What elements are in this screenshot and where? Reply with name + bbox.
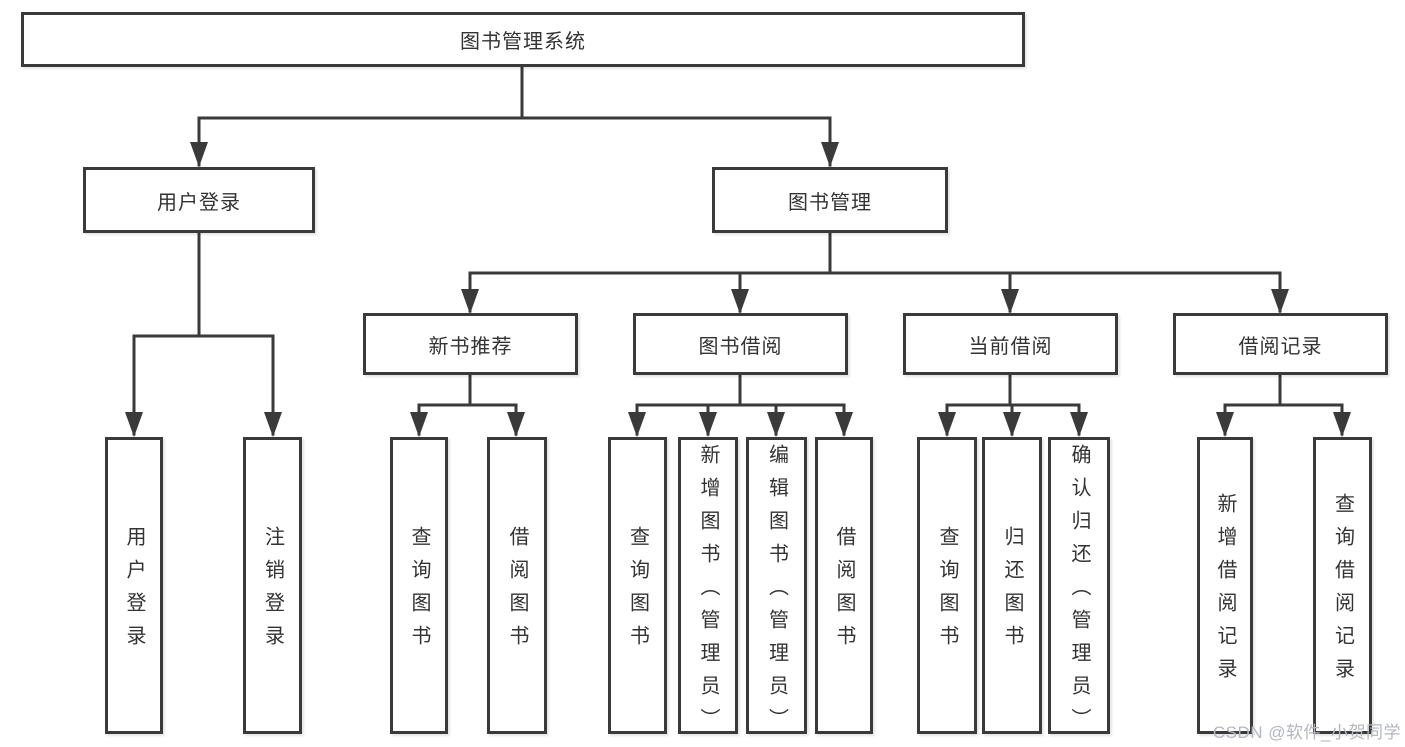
node-label: 归还图书 bbox=[1001, 526, 1023, 658]
node-label: 图书管理系统 bbox=[460, 31, 586, 53]
node-new-book-recommend: 新书推荐 bbox=[363, 313, 578, 375]
watermark: CSDN @软件_小贺同学 bbox=[1212, 723, 1401, 742]
leaf-confirm-return-admin: 确认归还（管理员） bbox=[1048, 437, 1110, 741]
leaf-edit-book-admin: 编辑图书（管理员） bbox=[746, 437, 807, 741]
leaf-query-books-3: 查询图书 bbox=[917, 437, 977, 734]
node-label: 借阅记录 bbox=[1238, 335, 1323, 358]
leaf-user-login: 用户登录 bbox=[105, 437, 163, 734]
node-label: 用户登录 bbox=[123, 526, 145, 658]
node-book-management: 图书管理 bbox=[712, 167, 948, 233]
leaf-query-books-2: 查询图书 bbox=[608, 437, 667, 734]
node-library-management-system: 图书管理系统 bbox=[21, 12, 1025, 67]
node-label: 查询图书 bbox=[408, 526, 430, 658]
leaf-return-books: 归还图书 bbox=[982, 437, 1042, 734]
node-label: 图书借阅 bbox=[698, 335, 783, 358]
node-label: 查询图书 bbox=[626, 526, 649, 658]
node-label: 注销登录 bbox=[261, 526, 284, 658]
node-label: 借阅图书 bbox=[833, 526, 855, 658]
node-current-borrowing: 当前借阅 bbox=[903, 313, 1118, 375]
node-label: 新增借阅记录 bbox=[1214, 493, 1236, 691]
node-label: 查询图书 bbox=[936, 526, 958, 658]
leaf-add-book-admin: 新增图书（管理员） bbox=[678, 437, 738, 741]
node-label: 编辑图书（管理员） bbox=[765, 443, 788, 741]
node-label: 确认归还（管理员） bbox=[1068, 443, 1090, 741]
node-label: 查询借阅记录 bbox=[1331, 493, 1354, 691]
node-label: 用户登录 bbox=[157, 191, 241, 214]
leaf-borrow-books-1: 借阅图书 bbox=[487, 437, 547, 734]
connector-wires bbox=[132, 65, 1344, 436]
arrowheads bbox=[125, 142, 1351, 437]
leaf-add-borrow-record: 新增借阅记录 bbox=[1197, 437, 1253, 734]
node-label: 图书管理 bbox=[788, 191, 872, 214]
node-borrowing-records: 借阅记录 bbox=[1173, 313, 1388, 375]
leaf-query-borrow-record: 查询借阅记录 bbox=[1313, 437, 1372, 734]
node-label: 新书推荐 bbox=[428, 335, 513, 358]
node-label: 当前借阅 bbox=[968, 335, 1053, 358]
node-label: 新增图书（管理员） bbox=[697, 443, 719, 741]
node-user-login: 用户登录 bbox=[83, 167, 315, 233]
leaf-logout: 注销登录 bbox=[243, 437, 302, 734]
leaf-query-books-1: 查询图书 bbox=[390, 437, 448, 734]
node-label: 借阅图书 bbox=[506, 526, 528, 658]
node-book-borrowing: 图书借阅 bbox=[633, 313, 848, 375]
leaf-borrow-books-2: 借阅图书 bbox=[815, 437, 873, 734]
